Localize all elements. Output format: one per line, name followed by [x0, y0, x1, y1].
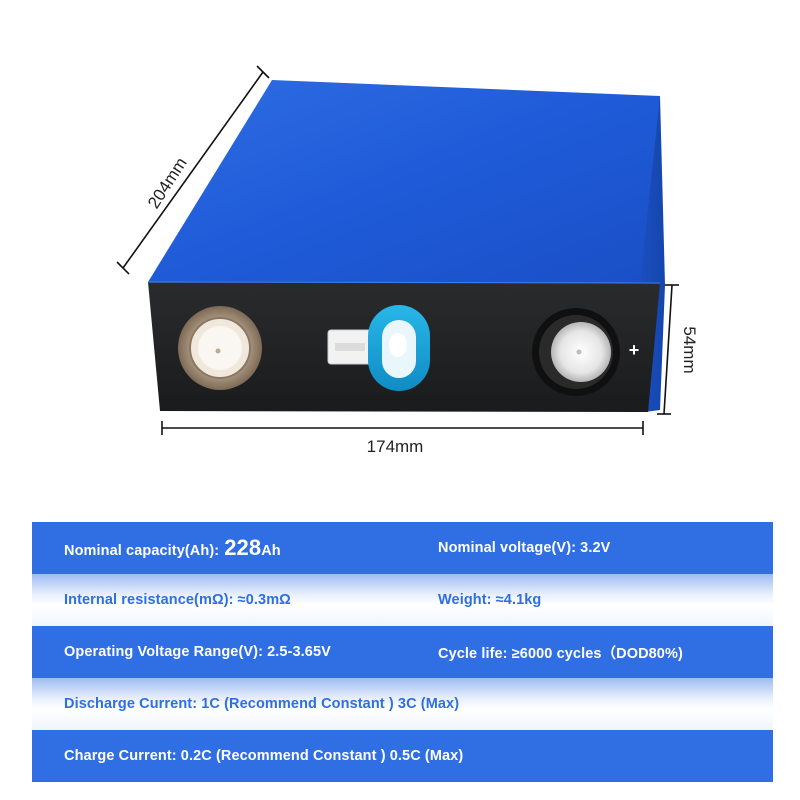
dimension-line-height: [657, 284, 679, 415]
positive-terminal: [532, 308, 620, 396]
dimension-label-height: 54mm: [680, 326, 699, 373]
safety-vent: [327, 305, 430, 391]
spec-table: Nominal capacity(Ah): 228 Ah Nominal vol…: [32, 522, 773, 782]
spec-row-resistance: Internal resistance(mΩ): ≈0.3mΩ Weight: …: [32, 574, 773, 626]
nominal-voltage: Nominal voltage(V): 3.2V: [438, 540, 611, 556]
internal-resistance: Internal resistance(mΩ): ≈0.3mΩ: [64, 592, 291, 608]
spec-row-discharge: Discharge Current: 1C (Recommend Constan…: [32, 678, 773, 730]
positive-sign: +: [629, 340, 640, 360]
dimension-label-width: 174mm: [367, 437, 424, 456]
discharge-current: Discharge Current: 1C (Recommend Constan…: [64, 696, 460, 712]
battery-top-face: [148, 80, 660, 283]
operating-voltage-range: Operating Voltage Range(V): 2.5-3.65V: [64, 644, 331, 660]
spec-row-operating: Operating Voltage Range(V): 2.5-3.65V Cy…: [32, 626, 773, 678]
spec-row-charge: Charge Current: 0.2C (Recommend Constant…: [32, 730, 773, 782]
capacity-unit: Ah: [261, 543, 281, 559]
spec-row-capacity: Nominal capacity(Ah): 228 Ah Nominal vol…: [32, 522, 773, 574]
cycle-life: Cycle life: ≥6000 cycles（DOD80%): [438, 645, 683, 662]
charge-current: Charge Current: 0.2C (Recommend Constant…: [64, 748, 464, 764]
capacity-label: Nominal capacity(Ah):: [64, 543, 220, 559]
dimension-line-width: [161, 421, 644, 435]
negative-terminal: [178, 306, 262, 390]
capacity-value: 228: [224, 535, 262, 560]
battery-product-photo: + 204mm 174mm 54mm: [116, 65, 699, 456]
dimension-line-length: [116, 65, 270, 275]
weight: Weight: ≈4.1kg: [438, 592, 542, 608]
